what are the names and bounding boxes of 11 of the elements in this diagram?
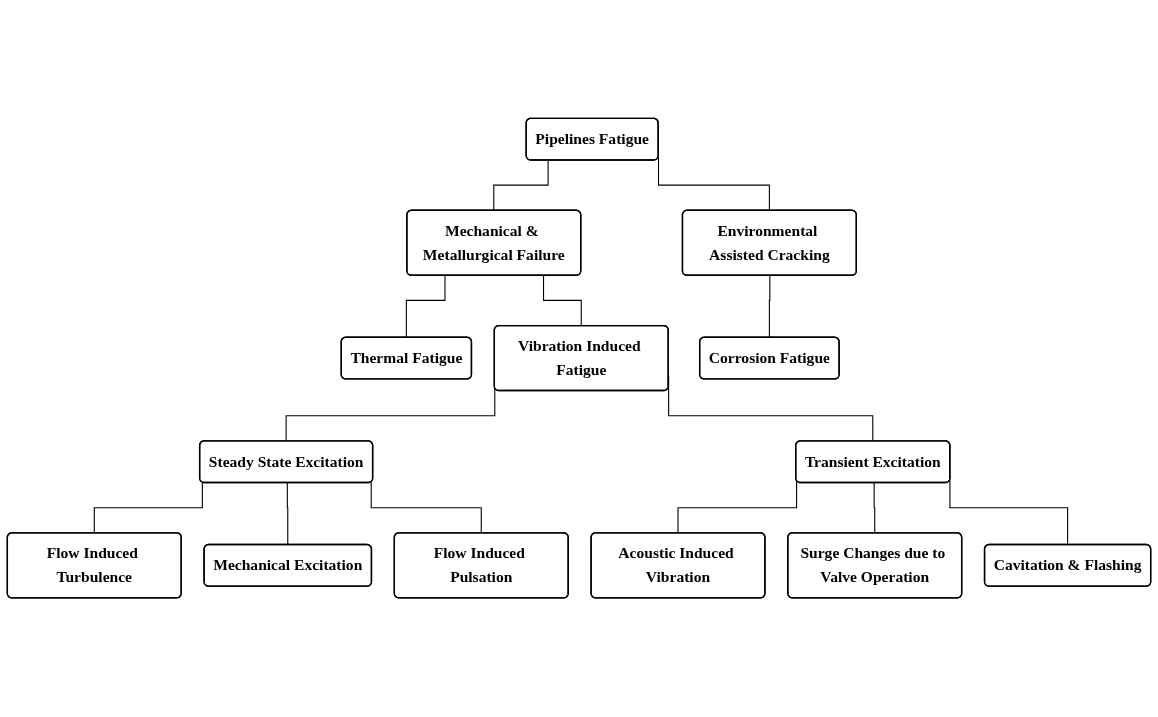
connector <box>493 160 549 212</box>
connector <box>949 480 1069 546</box>
connector <box>543 275 583 327</box>
connector <box>873 482 876 535</box>
connector <box>405 275 446 339</box>
connector <box>93 482 203 535</box>
connector <box>657 156 771 212</box>
connector <box>370 481 483 535</box>
connector <box>768 275 771 339</box>
connector <box>677 480 798 535</box>
connector <box>286 482 289 546</box>
